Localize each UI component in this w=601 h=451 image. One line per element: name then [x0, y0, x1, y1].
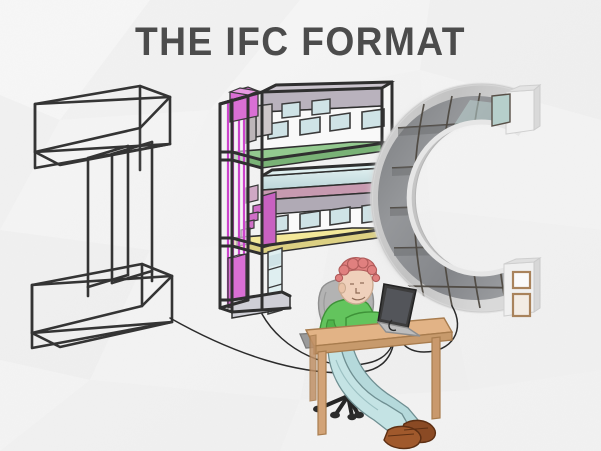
desk-leg-back-left — [309, 334, 317, 402]
c-bottom-cap — [503, 257, 542, 318]
laptop-display — [381, 288, 413, 324]
c-top-window — [491, 93, 511, 127]
c-small-door — [511, 292, 532, 318]
shoe-near — [383, 425, 422, 450]
desk-leg-front-left — [317, 350, 327, 436]
c-inner-edge — [406, 119, 522, 277]
c-top-cap — [491, 83, 542, 135]
hair — [334, 257, 381, 283]
page-title: THE IFC FORMAT — [135, 20, 466, 64]
face — [350, 282, 366, 301]
desk-leg-front-right — [431, 336, 441, 420]
f-upper-partition — [245, 103, 273, 144]
f-upper-windows — [267, 98, 385, 140]
c-outer-edge — [370, 82, 523, 314]
f-structural-frame — [218, 80, 394, 314]
c-small-window — [511, 270, 532, 290]
laptop — [376, 283, 421, 337]
desk — [304, 317, 454, 436]
person-legs — [327, 340, 437, 450]
